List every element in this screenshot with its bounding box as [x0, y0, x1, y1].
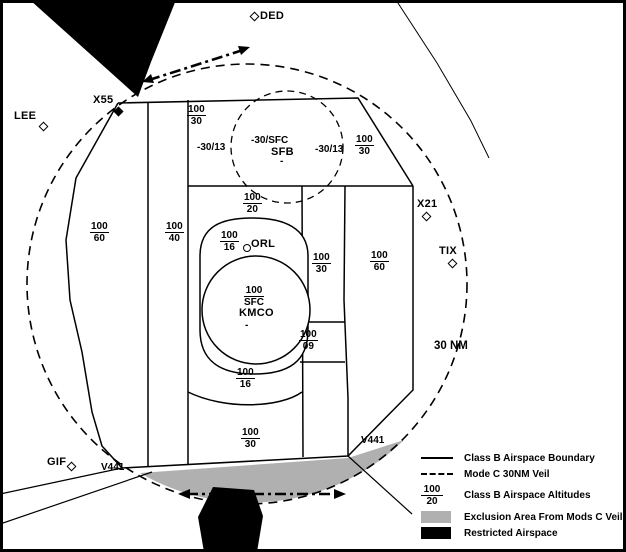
sfb-dashed-circle — [230, 90, 344, 204]
divider-vert-345 — [343, 185, 349, 456]
kmco-surface-area-circle — [201, 255, 311, 365]
legend-mode-c-label: Mode C 30NM Veil — [464, 468, 550, 480]
boundary-top — [117, 97, 414, 187]
legend-exclusion-label: Exclusion Area From Mods C Veil — [464, 511, 623, 523]
v441-airway-southwest — [0, 467, 153, 525]
exclusion-area-swatch — [421, 511, 451, 523]
legend-row-exclusion: Exclusion Area From Mods C Veil — [421, 511, 624, 523]
boundary-west-jagged — [65, 102, 123, 469]
class-b-boundary-swatch — [421, 457, 453, 459]
divider-lower-arc — [187, 391, 303, 406]
restricted-area-swatch — [421, 527, 451, 539]
legend-row-restricted: Restricted Airspace — [421, 527, 624, 539]
legend-restricted-label: Restricted Airspace — [464, 527, 558, 539]
legend-class-b-label: Class B Airspace Boundary — [464, 452, 595, 464]
northeast-boundary-line — [395, 0, 490, 159]
legend-row-mode-c: Mode C 30NM Veil — [421, 468, 624, 480]
mode-c-veil-swatch — [421, 473, 453, 475]
legend: Class B Airspace Boundary Mode C 30NM Ve… — [421, 452, 624, 543]
route-arrow-top — [142, 46, 250, 83]
restricted-area-south — [198, 487, 263, 552]
sector-0900-dividers — [300, 321, 345, 363]
altitude-sample: 100 20 — [421, 484, 443, 507]
boundary-south-east — [121, 186, 414, 469]
restricted-area-north — [30, 0, 176, 97]
v441-airway-southeast — [347, 455, 413, 515]
legend-row-altitudes: 100 20 Class B Airspace Altitudes — [421, 484, 624, 507]
exclusion-area-shape — [140, 440, 404, 503]
legend-altitudes-label: Class B Airspace Altitudes — [464, 490, 591, 501]
legend-row-class-b: Class B Airspace Boundary — [421, 452, 624, 464]
